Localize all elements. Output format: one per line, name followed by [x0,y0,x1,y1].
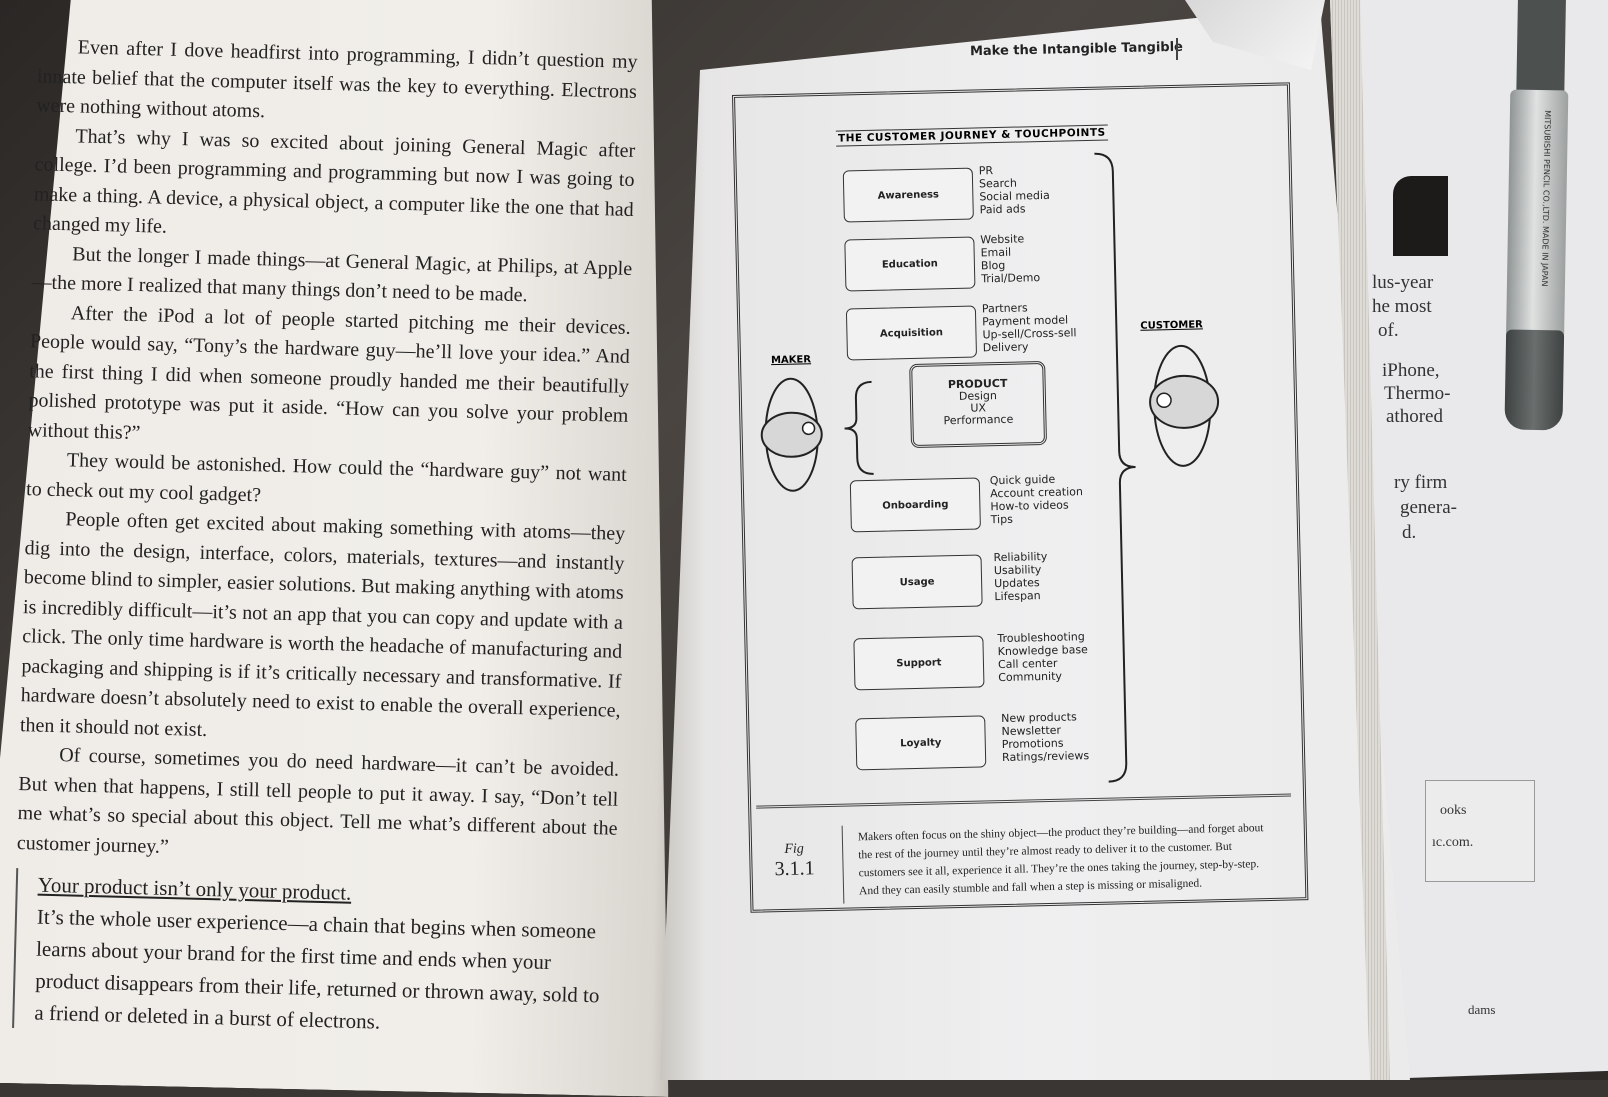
pen: MITSUBISHI PENCIL CO.,LTD. MADE IN JAPAN [1498,0,1576,451]
touchpoints-loyalty: New products Newsletter Promotions Ratin… [1001,710,1089,764]
background-card: ooks ıc.com. [1425,780,1535,882]
background-text-8: genera- [1400,497,1457,518]
pen-label: MITSUBISHI PENCIL CO.,LTD. MADE IN JAPAN [1539,110,1553,287]
touchpoint: Lifespan [994,589,1041,604]
customer-head-icon [1149,344,1220,467]
figure-caption: Makers often focus on the shiny object—t… [857,822,1264,898]
touchpoints-acquisition: Partners Payment model Up-sell/Cross-sel… [982,300,1077,354]
touchpoints-support: Troubleshooting Knowledge base Call cent… [997,630,1088,684]
touchpoint: Email [980,245,1012,260]
pull-quote: Your product isn’t only your product. It… [12,868,617,1044]
stage-acquisition: Acquisition [845,305,978,361]
touchpoint: New products [1001,710,1077,726]
product-item: Performance [943,412,1014,428]
touchpoint: Knowledge base [997,643,1089,659]
pen-grip [1504,329,1565,431]
journey-brace-icon [1094,152,1136,783]
maker-label: MAKER [770,354,812,367]
background-text-9: d. [1402,522,1417,543]
touchpoint: Up-sell/Cross-sell [982,326,1077,342]
touchpoint: Delivery [982,340,1029,355]
background-corner-text: dams [1468,1002,1496,1017]
stage-loyalty: Loyalty [855,715,987,771]
maker-head-icon [760,377,823,492]
touchpoint: Updates [994,576,1040,591]
touchpoints-awareness: PR Search Social media Paid ads [979,163,1051,217]
background-text-6: athored [1386,406,1443,427]
touchpoint: Blog [980,258,1006,273]
stage-support: Support [853,635,985,691]
touchpoint: Reliability [993,549,1048,565]
stage-education: Education [844,236,976,292]
touchpoint: Trial/Demo [981,271,1041,286]
touchpoint: Social media [979,188,1050,204]
touchpoint: Ratings/reviews [1001,749,1090,765]
figure-number: Fig 3.1.1 [774,841,815,881]
touchpoints-onboarding: Quick guide Account creation How-to vide… [990,472,1084,526]
customer-label: CUSTOMER [1140,319,1203,332]
stage-awareness: Awareness [842,167,974,223]
background-text-4: iPhone, [1382,360,1440,381]
fig-label: Fig [784,841,805,858]
card-text-2: ıc.com. [1432,835,1474,850]
figure-title: THE CUSTOMER JOURNEY & TOUCHPOINTS [835,124,1108,147]
paragraph-1: Even after I dove headfirst into program… [35,36,638,123]
paragraph-4: After the iPod a lot of people started p… [27,301,631,444]
background-text-7: ry firm [1394,472,1448,493]
right-page [660,5,1410,1080]
touchpoints-education: Website Email Blog Trial/Demo [980,232,1040,285]
background-text-1: lus-year [1372,272,1434,293]
running-head-rule [1176,38,1178,60]
black-tab [1393,176,1448,256]
stage-usage: Usage [851,554,983,610]
left-page-text: Even after I dove headfirst into program… [12,32,638,1044]
touchpoint: Tips [990,512,1014,527]
fig-number-value: 3.1.1 [774,857,815,881]
background-text-3: of. [1378,320,1399,341]
paragraph-6: People often get excited about making so… [19,508,626,741]
caption-divider [841,825,845,904]
touchpoint: Community [998,669,1063,685]
figure-rule [756,793,1292,809]
customer-journey-figure: THE CUSTOMER JOURNEY & TOUCHPOINTS Aware… [732,82,1309,913]
touchpoint: Account creation [989,485,1084,501]
background-text-5: Thermo- [1384,383,1451,404]
stage-onboarding: Onboarding [849,477,981,533]
touchpoint: Paid ads [979,202,1026,217]
paragraph-7: Of course, sometimes you do need hardwar… [16,744,620,858]
pull-quote-body: It’s the whole user experience—a chain t… [34,904,600,1034]
touchpoints-usage: Reliability Usability Updates Lifespan [993,550,1048,603]
product-brace-icon [844,380,874,475]
product-box: PRODUCT Design UX Performance [909,360,1048,449]
touchpoint: Usability [993,563,1042,578]
background-text-2: he most [1372,296,1432,317]
paragraph-2: That’s why I was so excited about joinin… [32,124,636,238]
card-text-1: ooks [1440,803,1467,818]
